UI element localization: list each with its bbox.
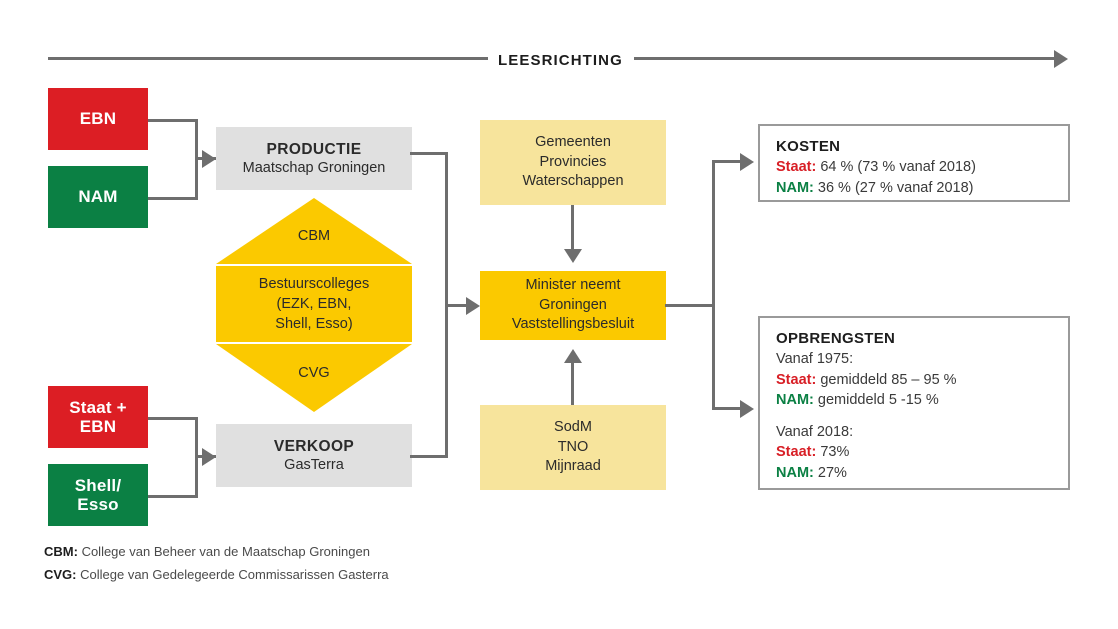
opbrengsten-spacer — [776, 411, 1052, 422]
hexagon-middle-line2: (EZK, EBN, — [276, 296, 352, 312]
kosten-staat-value: 64 % (73 % vanaf 2018) — [820, 159, 976, 175]
kosten-nam-key: NAM: — [776, 179, 814, 196]
connector-sodm-to-minister — [571, 362, 574, 406]
party-label-line1: Shell/ — [74, 475, 122, 495]
verkoop-title: VERKOOP — [273, 438, 355, 455]
opbrengsten-p2-row-nam: NAM: 27% — [776, 463, 1052, 484]
kosten-row-staat: Staat: 64 % (73 % vanaf 2018) — [776, 157, 1052, 178]
opbrengsten-p1-row-staat: Staat: gemiddeld 85 – 95 % — [776, 370, 1052, 391]
page-title: LEESRICHTING — [498, 52, 623, 69]
connector-shell-out — [148, 495, 198, 498]
opbrengsten-heading: OPBRENGSTEN — [776, 330, 896, 347]
result-box-opbrengsten[interactable]: OPBRENGSTEN Vanaf 1975: Staat: gemiddeld… — [758, 316, 1070, 490]
kosten-row-nam: NAM: 36 % (27 % vanaf 2018) — [776, 178, 1052, 199]
hexagon-top-triangle — [216, 198, 412, 264]
connector-merge-to-minister — [445, 304, 475, 307]
opbrengsten-p2-nam-key: NAM: — [776, 464, 814, 481]
hexagon-bottom-label: CVG — [298, 365, 330, 381]
minister-line3: Vaststellingsbesluit — [511, 316, 635, 333]
connector-to-kosten — [712, 160, 742, 163]
connector-ebn-out — [148, 119, 198, 122]
arrow-to-verkoop-icon — [202, 447, 216, 466]
footnote-cvg-abbr: CVG: — [44, 567, 77, 582]
connector-results-bracket — [712, 160, 715, 410]
minister-line2: Groningen — [539, 296, 607, 313]
advisory-box-sodm[interactable]: SodM TNO Mijnraad — [480, 405, 666, 490]
productie-title: PRODUCTIE — [266, 141, 362, 158]
kosten-staat-key: Staat: — [776, 159, 817, 175]
footnote-cvg-text: College van Gedelegeerde Commissarissen … — [80, 567, 389, 582]
hexagon-middle-line1: Bestuurscolleges — [258, 276, 370, 292]
opbrengsten-p1-nam-value: gemiddeld 5 -15 % — [817, 392, 939, 409]
connector-nam-out — [148, 197, 198, 200]
party-box-staat-ebn[interactable]: Staat + EBN — [48, 386, 148, 448]
kosten-nam-value: 36 % (27 % vanaf 2018) — [817, 179, 974, 196]
party-label-line1: Staat + — [69, 397, 127, 417]
party-box-nam[interactable]: NAM — [48, 166, 148, 228]
arrow-to-kosten-icon — [740, 152, 754, 171]
decision-box-minister[interactable]: Minister neemt Groningen Vaststellingsbe… — [480, 271, 666, 340]
footnote-cbm: CBM: College van Beheer van de Maatschap… — [44, 544, 370, 559]
hexagon-top-label: CBM — [297, 228, 331, 244]
process-box-verkoop[interactable]: VERKOOP GasTerra — [216, 424, 412, 487]
kosten-heading: KOSTEN — [776, 138, 841, 155]
footnote-cbm-text: College van Beheer van de Maatschap Gron… — [81, 544, 370, 559]
opbrengsten-p1-row-nam: NAM: gemiddeld 5 -15 % — [776, 390, 1052, 411]
advisory-box-gemeenten[interactable]: Gemeenten Provincies Waterschappen — [480, 120, 666, 205]
party-label-line2: EBN — [79, 417, 117, 436]
connector-staat-out — [148, 417, 198, 420]
opbrengsten-p2-row-staat: Staat: 73% — [776, 442, 1052, 463]
advisory-line3: Waterschappen — [522, 173, 624, 190]
party-label-line2: Esso — [77, 495, 119, 514]
opbrengsten-period1-label: Vanaf 1975: — [776, 351, 854, 367]
header-rule-right — [634, 57, 1056, 60]
advisory-line2: TNO — [557, 438, 589, 455]
header-arrow-icon — [1054, 49, 1068, 68]
connector-productie-right — [410, 152, 448, 155]
arrow-up-to-minister-icon — [563, 349, 582, 363]
footnote-cvg: CVG: College van Gedelegeerde Commissari… — [44, 567, 389, 582]
party-label: NAM — [78, 187, 118, 207]
result-box-kosten[interactable]: KOSTEN Staat: 64 % (73 % vanaf 2018) NAM… — [758, 124, 1070, 202]
arrow-to-productie-icon — [202, 149, 216, 168]
party-box-shell-esso[interactable]: Shell/ Esso — [48, 464, 148, 526]
connector-minister-right — [665, 304, 715, 307]
header-rule-left — [48, 57, 488, 60]
advisory-line3: Mijnraad — [545, 458, 601, 475]
advisory-line1: SodM — [554, 419, 592, 436]
hexagon-middle-line3: Shell, Esso) — [275, 316, 353, 332]
opbrengsten-p1-nam-key: NAM: — [776, 392, 814, 409]
opbrengsten-p1-staat-key: Staat: — [776, 371, 817, 388]
opbrengsten-p2-staat-value: 73% — [820, 444, 850, 461]
party-box-ebn[interactable]: EBN — [48, 88, 148, 150]
minister-line1: Minister neemt — [525, 277, 621, 294]
opbrengsten-p2-nam-value: 27% — [817, 464, 847, 481]
party-label: EBN — [79, 109, 117, 129]
footnote-cbm-abbr: CBM: — [44, 544, 78, 559]
arrow-to-minister-icon — [466, 296, 480, 315]
connector-verkoop-right — [410, 455, 448, 458]
advisory-line2: Provincies — [539, 153, 607, 170]
verkoop-subtitle: GasTerra — [284, 457, 344, 473]
process-box-productie[interactable]: PRODUCTIE Maatschap Groningen — [216, 127, 412, 190]
opbrengsten-p1-staat-value: gemiddeld 85 – 95 % — [820, 371, 957, 388]
arrow-down-to-minister-icon — [563, 249, 582, 263]
connector-gemeenten-to-minister — [571, 205, 574, 252]
arrow-to-opbrengsten-icon — [740, 399, 754, 418]
connector-to-opbrengsten — [712, 407, 742, 410]
opbrengsten-p2-staat-key: Staat: — [776, 444, 817, 461]
hexagon-bottom-triangle — [216, 344, 412, 412]
hexagon-middle-box[interactable]: Bestuurscolleges (EZK, EBN, Shell, Esso) — [216, 266, 412, 342]
advisory-line1: Gemeenten — [535, 134, 611, 151]
productie-subtitle: Maatschap Groningen — [242, 160, 386, 176]
opbrengsten-period2-label: Vanaf 2018: — [776, 423, 854, 440]
